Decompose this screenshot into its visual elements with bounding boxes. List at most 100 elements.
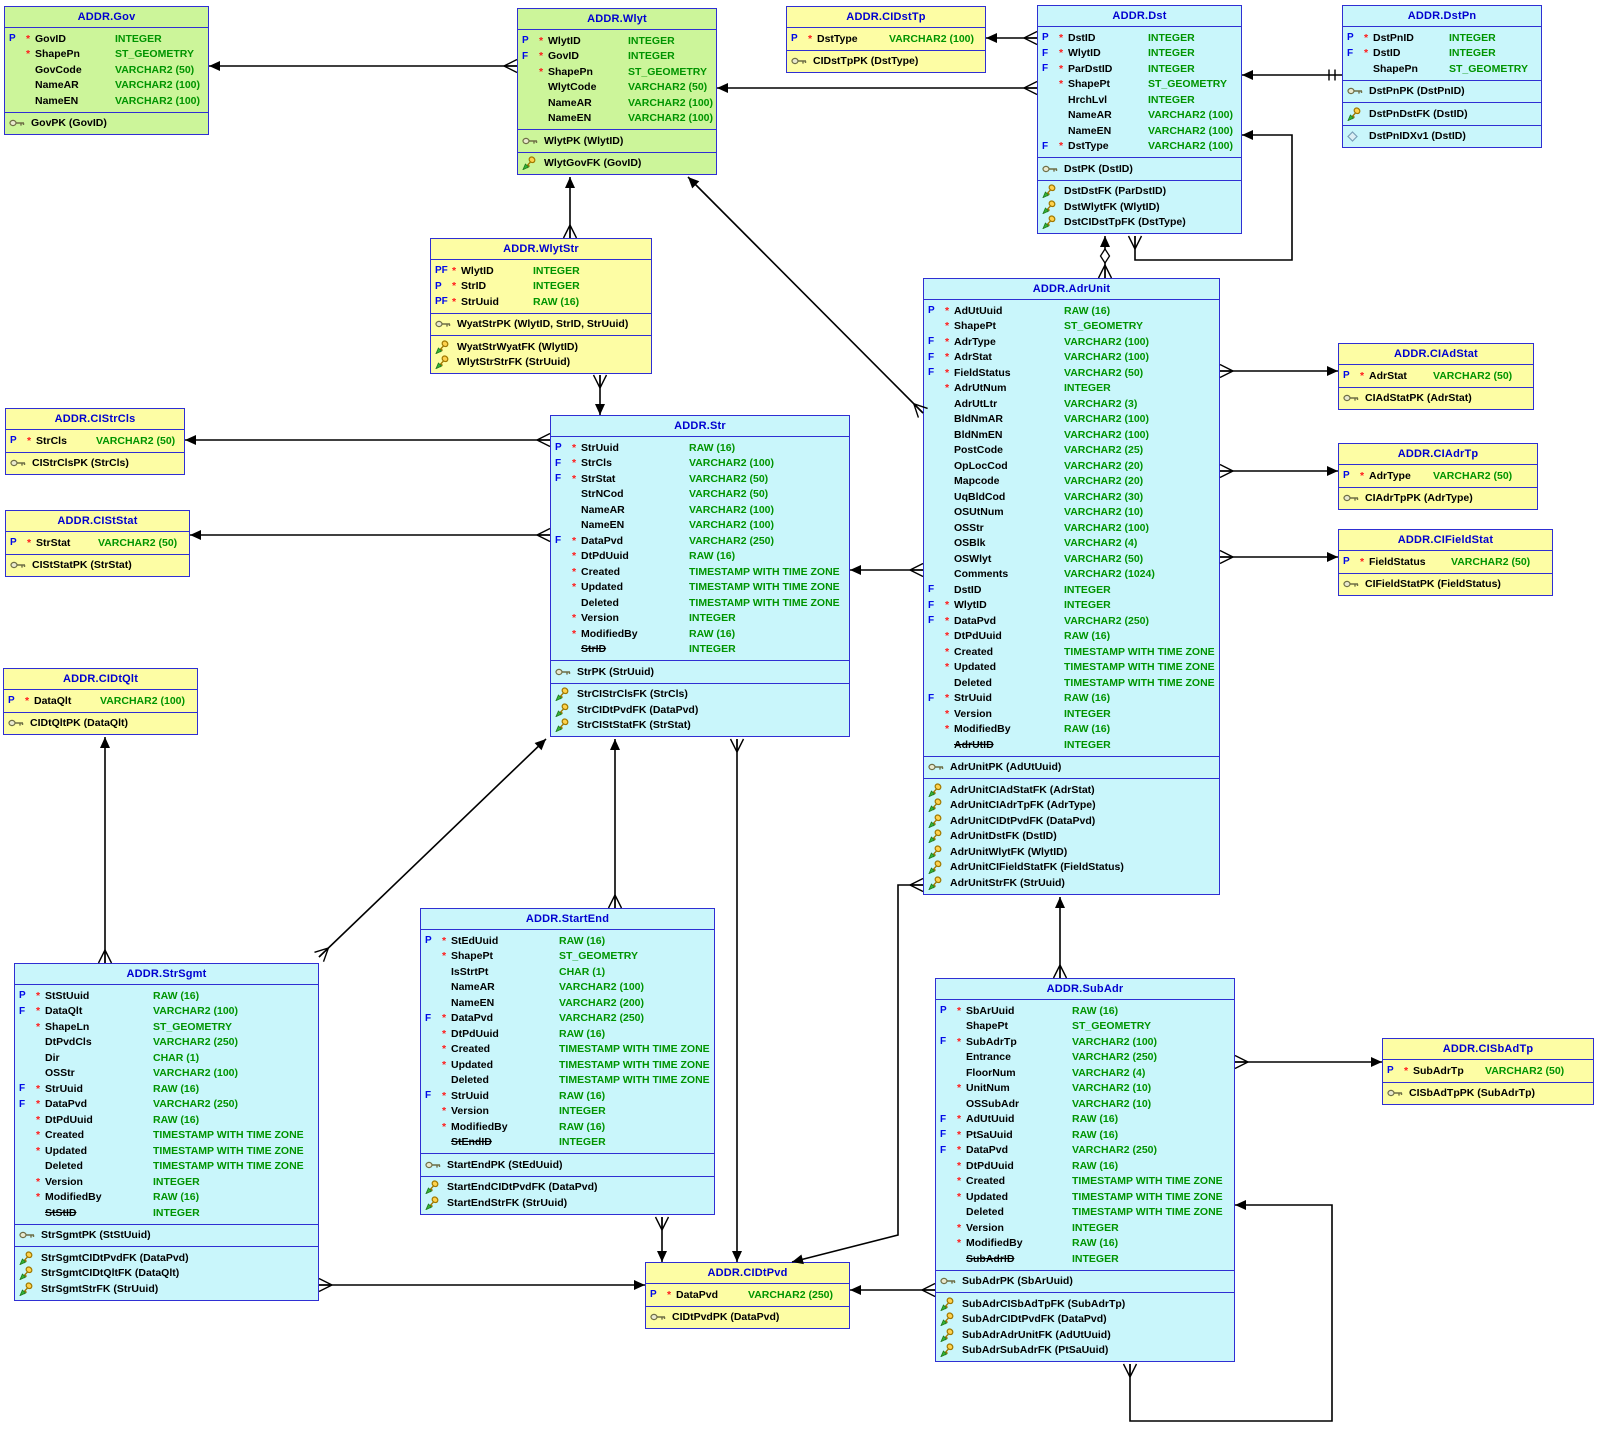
table-title[interactable]: ADDR.Str	[551, 416, 849, 437]
foreign-key-row[interactable]: StartEndCIDtPvdFK (DataPvd)	[421, 1180, 714, 1196]
primary-key-row[interactable]: StrSgmtPK (StStUuid)	[15, 1228, 318, 1244]
relationship-subadr-cidtpvd[interactable]	[850, 1282, 936, 1298]
foreign-key-row[interactable]: StrSgmtCIDtQltFK (DataQlt)	[15, 1266, 318, 1282]
primary-key-row[interactable]: CISbAdTpPK (SubAdrTp)	[1383, 1086, 1593, 1102]
table-title[interactable]: ADDR.CIDtQlt	[4, 669, 197, 690]
foreign-key-row[interactable]: AdrUnitCIAdrTpFK (AdrType)	[924, 798, 1219, 814]
relationship-wlytstr-wlyt[interactable]	[562, 177, 578, 239]
foreign-key-row[interactable]: SubAdrCIDtPvdFK (DataPvd)	[936, 1312, 1234, 1328]
relationship-dst-wlyt[interactable]	[717, 80, 1038, 96]
foreign-key-row[interactable]: StrCIStStatFK (StrStat)	[551, 718, 849, 734]
relationship-startend-str[interactable]	[607, 739, 623, 909]
primary-key-row[interactable]: DstPnPK (DstPnID)	[1343, 84, 1541, 100]
primary-key-row[interactable]: StrPK (StrUuid)	[551, 664, 849, 680]
primary-key-row[interactable]: StartEndPK (StEdUuid)	[421, 1157, 714, 1173]
primary-key-row[interactable]: CIStStatPK (StrStat)	[6, 558, 189, 574]
primary-key-row[interactable]: SubAdrPK (SbArUuid)	[936, 1274, 1234, 1290]
primary-key-row[interactable]: GovPK (GovID)	[5, 116, 208, 132]
foreign-key-row[interactable]: WyatStrWyatFK (WlytID)	[431, 339, 651, 355]
relationship-adrunit-ciadrtp[interactable]	[1219, 463, 1338, 479]
primary-key-row[interactable]: CIDstTpPK (DstType)	[787, 54, 985, 70]
foreign-key-row[interactable]: AdrUnitCIAdStatFK (AdrStat)	[924, 782, 1219, 798]
foreign-key-row[interactable]: AdrUnitStrFK (StrUuid)	[924, 875, 1219, 891]
foreign-key-row[interactable]: WlytStrStrFK (StrUuid)	[431, 355, 651, 371]
table-title[interactable]: ADDR.StrSgmt	[15, 964, 318, 985]
primary-key-row[interactable]: CIDtPvdPK (DataPvd)	[646, 1310, 849, 1326]
relationship-str-cistrcls[interactable]	[185, 432, 551, 448]
primary-key-row[interactable]: DstPK (DstID)	[1038, 161, 1241, 177]
foreign-key-row[interactable]: DstWlytFK (WlytID)	[1038, 199, 1241, 215]
foreign-key-row[interactable]: DstPnDstFK (DstID)	[1343, 106, 1541, 122]
foreign-key-row[interactable]: AdrUnitDstFK (DstID)	[924, 829, 1219, 845]
relationship-subadr-cisbadtp[interactable]	[1234, 1054, 1382, 1070]
foreign-key-row[interactable]: AdrUnitCIFieldStatFK (FieldStatus)	[924, 860, 1219, 876]
